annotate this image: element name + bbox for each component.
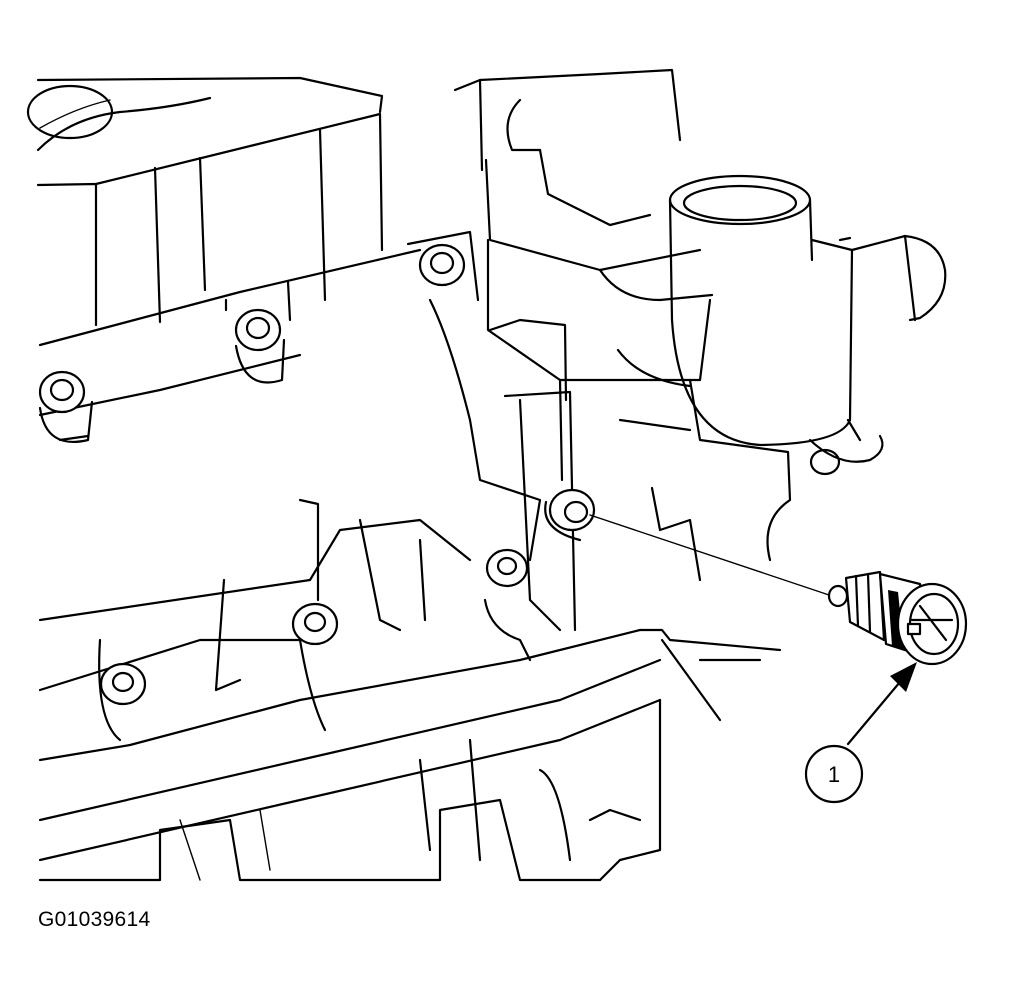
- sensor-part-drawing: [827, 570, 968, 666]
- installation-centerline: [589, 514, 833, 597]
- callout-circle: [804, 744, 864, 804]
- callout-arrow-icon: [846, 662, 917, 746]
- figure-id-label: G01039614: [38, 908, 151, 931]
- engine-block-drawing: [26, 68, 947, 882]
- callout-number: 1: [828, 762, 840, 787]
